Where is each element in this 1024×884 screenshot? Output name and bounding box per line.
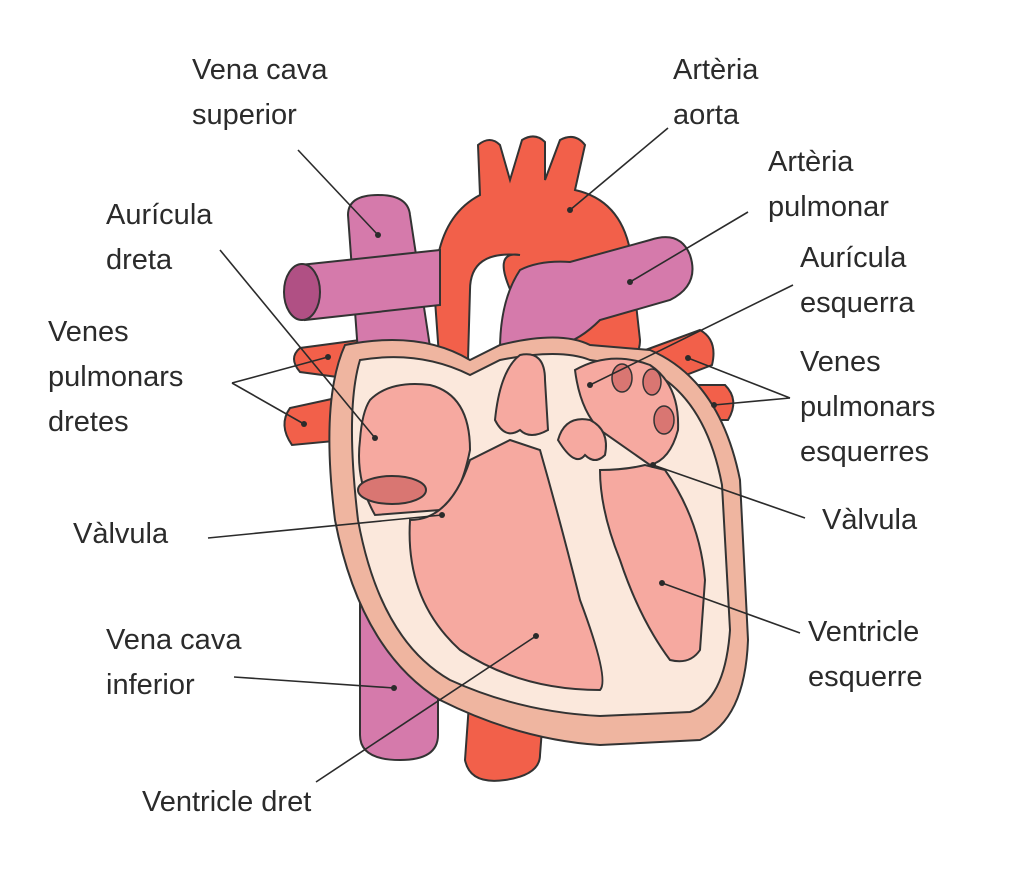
- dot-venes-dretes-upper: [325, 354, 331, 360]
- pulmonary-artery: [498, 236, 694, 352]
- label-line: pulmonar: [768, 191, 889, 223]
- label-arteria-pulmonar: Artèria pulmonar: [768, 140, 889, 230]
- label-auricula-dreta: Aurícula dreta: [106, 193, 212, 283]
- leader-arteria-aorta: [569, 127, 669, 211]
- label-line: Aurícula: [800, 242, 907, 274]
- dot-ventricle-dret: [533, 633, 539, 639]
- label-line: Venes: [48, 316, 129, 348]
- leader-ventricle-dret: [315, 635, 537, 783]
- label-line: inferior: [106, 669, 195, 701]
- pulmonary-valve-area: [493, 353, 550, 436]
- leader-venes-esquerres-upper: [687, 357, 791, 399]
- label-ventricle-dret: Ventricle dret: [142, 780, 311, 825]
- dot-venes-esquerres-lower: [711, 402, 717, 408]
- label-line: Vàlvula: [73, 518, 169, 550]
- leader-venes-dretes-lower: [231, 382, 305, 425]
- leader-venes-dretes-upper: [231, 356, 329, 384]
- label-line: esquerres: [800, 436, 929, 468]
- label-line: dretes: [48, 406, 129, 438]
- dot-venes-esquerres-upper: [685, 355, 691, 361]
- label-vena-cava-superior: Vena cava superior: [192, 48, 327, 138]
- dot-venes-dretes-lower: [301, 421, 307, 427]
- leader-auricula-dreta: [219, 249, 376, 439]
- label-line: superior: [192, 99, 297, 131]
- left-atrium-vein-opening-2: [642, 368, 662, 396]
- label-line: Artèria: [768, 146, 854, 178]
- dot-vena-cava-inferior: [391, 685, 397, 691]
- dot-ventricle-esquerre: [659, 580, 665, 586]
- label-line: Vena cava: [192, 54, 328, 86]
- dot-valvula-left: [439, 512, 445, 518]
- label-line: Ventricle: [808, 616, 920, 648]
- label-valvula-left: Vàlvula: [73, 512, 168, 557]
- right-atrium-valve-flap: [357, 475, 427, 505]
- leader-auricula-esquerra: [589, 284, 794, 386]
- leader-vena-cava-superior: [297, 149, 379, 236]
- label-line: pulmonars: [48, 361, 184, 393]
- dot-valvula-right: [650, 462, 656, 468]
- brachiocephalic-vein-opening: [283, 263, 321, 321]
- leader-valvula-left: [207, 514, 443, 539]
- left-atrium-vein-opening-3: [653, 405, 675, 435]
- label-vena-cava-inferior: Vena cava inferior: [106, 618, 241, 708]
- dot-arteria-aorta: [567, 207, 573, 213]
- left-atrium-vein-opening-1: [611, 363, 633, 393]
- label-arteria-aorta: Artèria aorta: [673, 48, 758, 138]
- label-line: Aurícula: [106, 199, 213, 231]
- label-venes-pulmonars-esquerres: Venes pulmonars esquerres: [800, 340, 935, 475]
- label-auricula-esquerra: Aurícula esquerra: [800, 236, 914, 326]
- label-line: dreta: [106, 244, 173, 276]
- leader-valvula-right: [652, 464, 806, 519]
- dot-arteria-pulmonar: [627, 279, 633, 285]
- label-line: pulmonars: [800, 391, 936, 423]
- dot-auricula-dreta: [372, 435, 378, 441]
- leader-arteria-pulmonar: [629, 211, 749, 283]
- label-venes-pulmonars-dretes: Venes pulmonars dretes: [48, 310, 183, 445]
- label-valvula-right: Vàlvula: [822, 498, 917, 543]
- label-ventricle-esquerre: Ventricle esquerre: [808, 610, 922, 700]
- label-line: Venes: [800, 346, 881, 378]
- label-line: Artèria: [673, 54, 759, 86]
- label-line: esquerre: [808, 661, 923, 693]
- leader-lines: [207, 127, 806, 783]
- label-line: esquerra: [800, 287, 915, 319]
- right-ventricle-chamber: [408, 438, 604, 692]
- leader-venes-esquerres-lower: [713, 397, 791, 406]
- left-ventricle-chamber: [598, 463, 707, 663]
- aortic-valve-area: [556, 418, 607, 461]
- label-line: aorta: [673, 99, 740, 131]
- dot-vena-cava-superior: [375, 232, 381, 238]
- label-line: Vàlvula: [822, 504, 918, 536]
- leader-vena-cava-inferior: [233, 676, 395, 689]
- label-line: Ventricle dret: [142, 786, 312, 818]
- leader-dots: [301, 207, 717, 691]
- leader-ventricle-esquerre: [661, 582, 801, 634]
- label-line: Vena cava: [106, 624, 242, 656]
- dot-auricula-esquerra: [587, 382, 593, 388]
